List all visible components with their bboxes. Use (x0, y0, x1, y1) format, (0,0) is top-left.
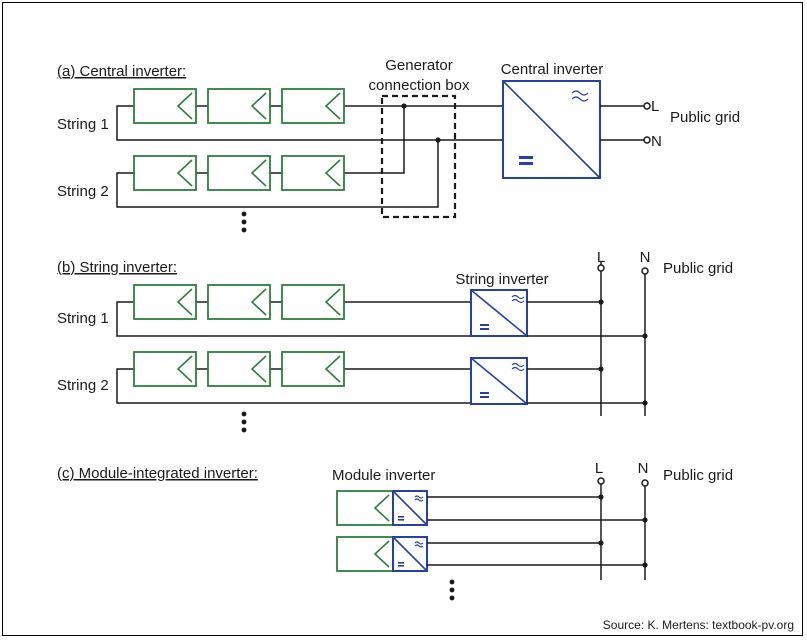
terminal-n (641, 479, 649, 487)
pv-module (207, 284, 271, 320)
string-2-label: String 2 (57, 377, 109, 394)
pv-module (133, 155, 197, 191)
pv-module (133, 351, 197, 387)
string-1-dc-loop (116, 301, 471, 337)
section-c-module-inverter: (c) Module-integrated inverter: Module i… (57, 460, 733, 601)
pv-module (207, 351, 271, 387)
terminal-n-label: N (640, 249, 651, 266)
terminal-l-label: L (595, 460, 603, 477)
module-inverter (392, 536, 428, 572)
junction-node (598, 299, 604, 305)
more-strings-ellipsis (241, 411, 247, 433)
junction-node (401, 103, 407, 109)
junction-node (642, 400, 648, 406)
string-2-dc-plus (344, 106, 405, 174)
more-modules-ellipsis (449, 579, 455, 601)
gcb-label-line2: connection box (369, 77, 470, 94)
string-inverter (470, 289, 528, 337)
terminal-l-label: L (651, 98, 659, 115)
pv-module (281, 351, 345, 387)
string-2-dc-loop (116, 140, 439, 208)
section-b-heading: (b) String inverter: (57, 259, 177, 276)
public-grid-label: Public grid (670, 109, 740, 126)
section-c-heading: (c) Module-integrated inverter: (57, 465, 258, 482)
string-2-dc-loop (116, 368, 471, 404)
source-credit: Source: K. Mertens: textbook-pv.org (603, 618, 794, 632)
string-inverter (470, 357, 528, 405)
generator-connection-box (380, 94, 457, 219)
string-inverter-label: String inverter (455, 271, 548, 288)
more-strings-ellipsis (241, 211, 247, 233)
string-1-dc-loop (116, 105, 503, 141)
string-1-label: String 1 (57, 310, 109, 327)
terminal-l (597, 264, 605, 272)
terminal-l (597, 477, 605, 485)
central-inverter-label: Central inverter (501, 61, 604, 78)
string-2-label: String 2 (57, 183, 109, 200)
junction-node (598, 540, 604, 546)
terminal-n (641, 267, 649, 275)
pv-module (281, 155, 345, 191)
pv-module (133, 88, 197, 124)
terminal-n-label: N (638, 460, 649, 477)
junction-node (598, 494, 604, 500)
pv-module (207, 88, 271, 124)
string-1-label: String 1 (57, 116, 109, 133)
junction-node (642, 562, 648, 568)
junction-node (642, 333, 648, 339)
section-a-central-inverter: (a) Central inverter: String 1 String 2 (57, 57, 740, 233)
module-inverter-label: Module inverter (332, 467, 435, 484)
pv-module (133, 284, 197, 320)
junction-node (435, 137, 441, 143)
junction-node (598, 366, 604, 372)
module-inverter (392, 490, 428, 526)
terminal-n (643, 136, 651, 144)
public-grid-label: Public grid (663, 260, 733, 277)
junction-node (642, 517, 648, 523)
pv-module (207, 155, 271, 191)
pv-module (281, 88, 345, 124)
pv-module (281, 284, 345, 320)
pv-module (336, 490, 394, 526)
terminal-l-label: L (597, 249, 605, 266)
public-grid-label: Public grid (663, 467, 733, 484)
gcb-label-line1: Generator (385, 57, 453, 74)
terminal-l (643, 102, 651, 110)
central-inverter (502, 80, 601, 179)
section-a-heading: (a) Central inverter: (57, 63, 186, 80)
pv-module (336, 536, 394, 572)
terminal-n-label: N (651, 133, 662, 150)
section-b-string-inverter: (b) String inverter: L N Public grid Str… (57, 249, 733, 433)
